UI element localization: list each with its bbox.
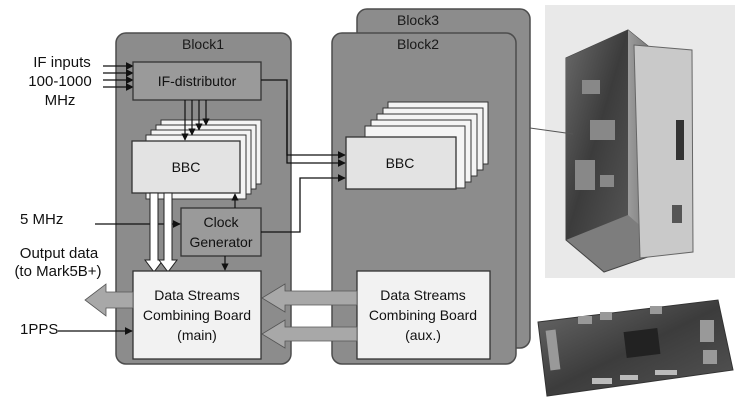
svg-text:(main): (main) (177, 327, 217, 343)
block1-label: Block1 (182, 36, 224, 52)
svg-text:Data Streams: Data Streams (380, 287, 466, 303)
svg-text:(to Mark5B+): (to Mark5B+) (14, 263, 101, 280)
svg-text:Combining Board: Combining Board (143, 307, 251, 323)
svg-text:Data Streams: Data Streams (154, 287, 240, 303)
clock-to-bbc2-line (261, 174, 346, 233)
svg-text:Clock: Clock (203, 214, 239, 230)
if-distributor-label: IF-distributor (158, 73, 237, 89)
svg-text:100-1000: 100-1000 (28, 73, 91, 90)
dscb-board-photo (537, 299, 734, 397)
output-data-arrow (84, 283, 134, 317)
block3-label: Block3 (397, 12, 439, 28)
if-to-bbc-arrows (181, 100, 210, 141)
svg-text:(aux.): (aux.) (405, 327, 441, 343)
svg-text:Combining Board: Combining Board (369, 307, 477, 323)
dscb-main-box (132, 270, 262, 360)
svg-text:IF inputs: IF inputs (33, 54, 91, 71)
aux-to-main-arrows (261, 283, 358, 349)
pps-label: 1PPS (20, 321, 58, 338)
if-input-arrows (103, 62, 134, 91)
output-data-label: Output data (to Mark5B+) (14, 245, 101, 280)
bbc-stack-block1 (131, 119, 262, 200)
if-inputs-label: IF inputs 100-1000 MHz (28, 54, 91, 109)
bbc1-to-dscb-arrows (144, 192, 178, 273)
if-to-block2-lines (261, 79, 346, 167)
photo-link-line (529, 127, 574, 135)
bbc-stack-block2 (345, 101, 489, 190)
block2-label: Block2 (397, 36, 439, 52)
dscb-aux-box (356, 270, 491, 360)
bbc-block2-label: BBC (386, 155, 415, 171)
bbc-block1-label: BBC (172, 159, 201, 175)
clock-generator-label: Clock Generator (189, 214, 252, 250)
clock-ref-label: 5 MHz (20, 211, 63, 228)
svg-text:Output data: Output data (20, 245, 99, 262)
svg-text:Generator: Generator (189, 234, 252, 250)
bbc-module-photo (545, 5, 735, 278)
dscb-main-label: Data Streams Combining Board (main) (143, 287, 251, 343)
if-distributor-box (132, 61, 262, 101)
svg-text:MHz: MHz (45, 92, 76, 109)
dscb-aux-label: Data Streams Combining Board (aux.) (369, 287, 477, 343)
